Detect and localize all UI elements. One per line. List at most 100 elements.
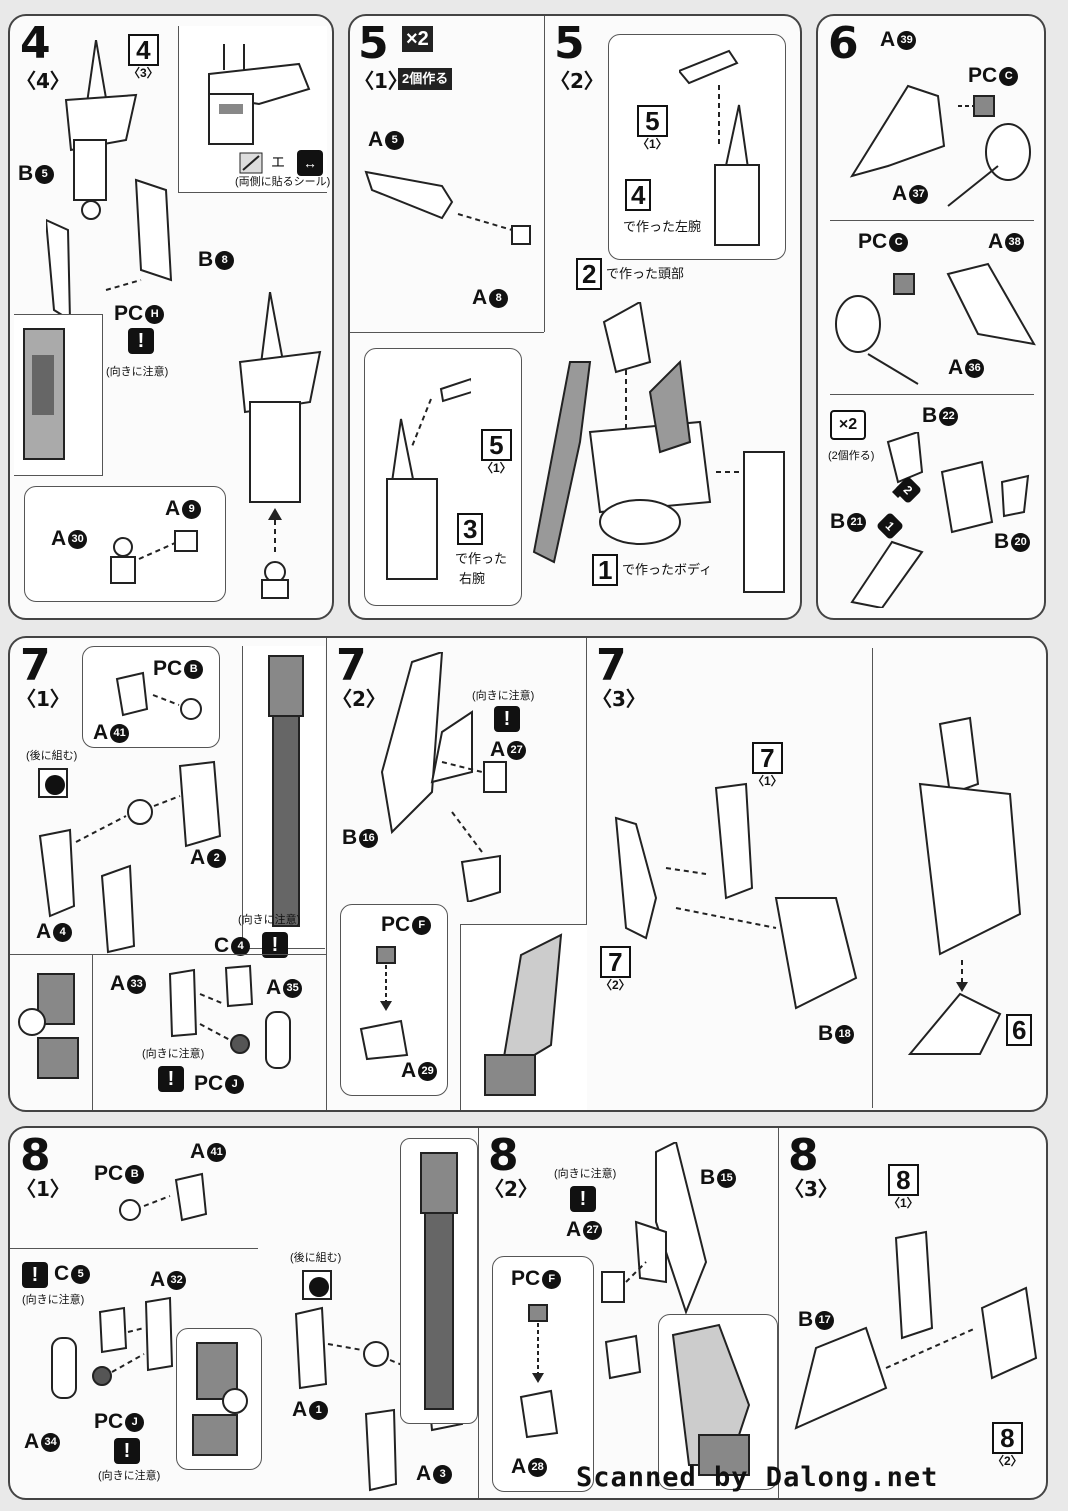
caution-note: (向きに注意): [22, 1294, 85, 1306]
step-number-2: 8: [488, 1130, 519, 1181]
substep-label-3: 〈3〉: [592, 687, 646, 711]
sticker-caption: (両側に貼るシール): [235, 176, 331, 188]
divider: [830, 220, 1034, 221]
divider: [830, 394, 1034, 395]
arm-frame-drawing: [268, 655, 304, 927]
shoulder-armor-drawing: [601, 1142, 708, 1380]
divider: [350, 332, 544, 333]
upper-arm-drawing: [38, 760, 222, 954]
step-ref: 5〈1〉: [637, 105, 668, 151]
assemble-later-note: (後に組む): [26, 750, 78, 762]
shoulder-armor-drawing: [380, 652, 507, 902]
caption-right-arm-b: 右腕: [459, 571, 486, 586]
substep-label: 〈1〉: [16, 1177, 70, 1201]
left-arm-drawing: [679, 49, 760, 246]
step-ref: 4: [625, 179, 652, 211]
caution-icon-2: !: [114, 1438, 140, 1464]
assemble-later-icon: [38, 768, 68, 798]
caution-note: (向きに注意): [238, 914, 301, 926]
sticker-icon: [239, 152, 263, 174]
shoulder-joint-drawing: [115, 671, 202, 720]
step-ref: 2: [576, 258, 603, 290]
sticker-arrow-icon: ↔: [297, 150, 323, 176]
sticker-code: エ: [271, 154, 285, 170]
scan-credit: Scanned by Dalong.net: [576, 1462, 939, 1493]
caption-head: で作った頭部: [606, 266, 685, 281]
caution-note: (向きに注意): [554, 1168, 617, 1180]
right-arm-inset: 5〈1〉 3 で作った 右腕: [364, 348, 522, 606]
detail-inset: [14, 314, 103, 476]
foot-drawing-1: [849, 84, 1031, 207]
elbow-detail-inset: [176, 1328, 262, 1470]
armor-detail-inset: [460, 924, 587, 1110]
caution-icon: !: [22, 1262, 48, 1288]
step-ref: 4〈3〉: [128, 34, 159, 80]
caution-note-2: (向きに注意): [98, 1470, 161, 1482]
step-number-2: 5: [554, 18, 585, 69]
arm-assembly-drawing: [794, 1230, 1038, 1430]
make-two-label: (2個作る): [828, 450, 875, 462]
chest-part-drawing: [208, 44, 311, 145]
step-ref: 3: [457, 513, 484, 545]
frame-inset: [400, 1138, 478, 1424]
step-ref: 8〈2〉: [992, 1422, 1023, 1468]
step-number: 7: [20, 640, 51, 691]
caution-note: (向きに注意): [472, 690, 535, 702]
caution-note-2: (向きに注意): [142, 1048, 205, 1060]
quantity-badge: ×2: [830, 410, 866, 440]
peg-drawing: [359, 946, 409, 1061]
arm-assembly-drawing: [614, 782, 858, 1010]
divider: [478, 1128, 479, 1498]
caution-note: (向きに注意): [106, 366, 169, 378]
substep-label-3: 〈3〉: [784, 1177, 838, 1201]
caution-icon: !: [262, 932, 288, 958]
sticker-inset: エ ↔ (両側に貼るシール): [178, 26, 331, 193]
step-ref: 5〈1〉: [481, 429, 512, 475]
shoulder-joint-drawing: [119, 1172, 208, 1222]
elbow-detail-drawing: [192, 1342, 248, 1456]
caption-body: で作ったボディ: [622, 562, 713, 577]
divider: [10, 1248, 258, 1249]
caution-icon: !: [494, 706, 520, 732]
step-ref: 6: [1006, 1014, 1033, 1046]
step-number: 8: [20, 1130, 51, 1181]
